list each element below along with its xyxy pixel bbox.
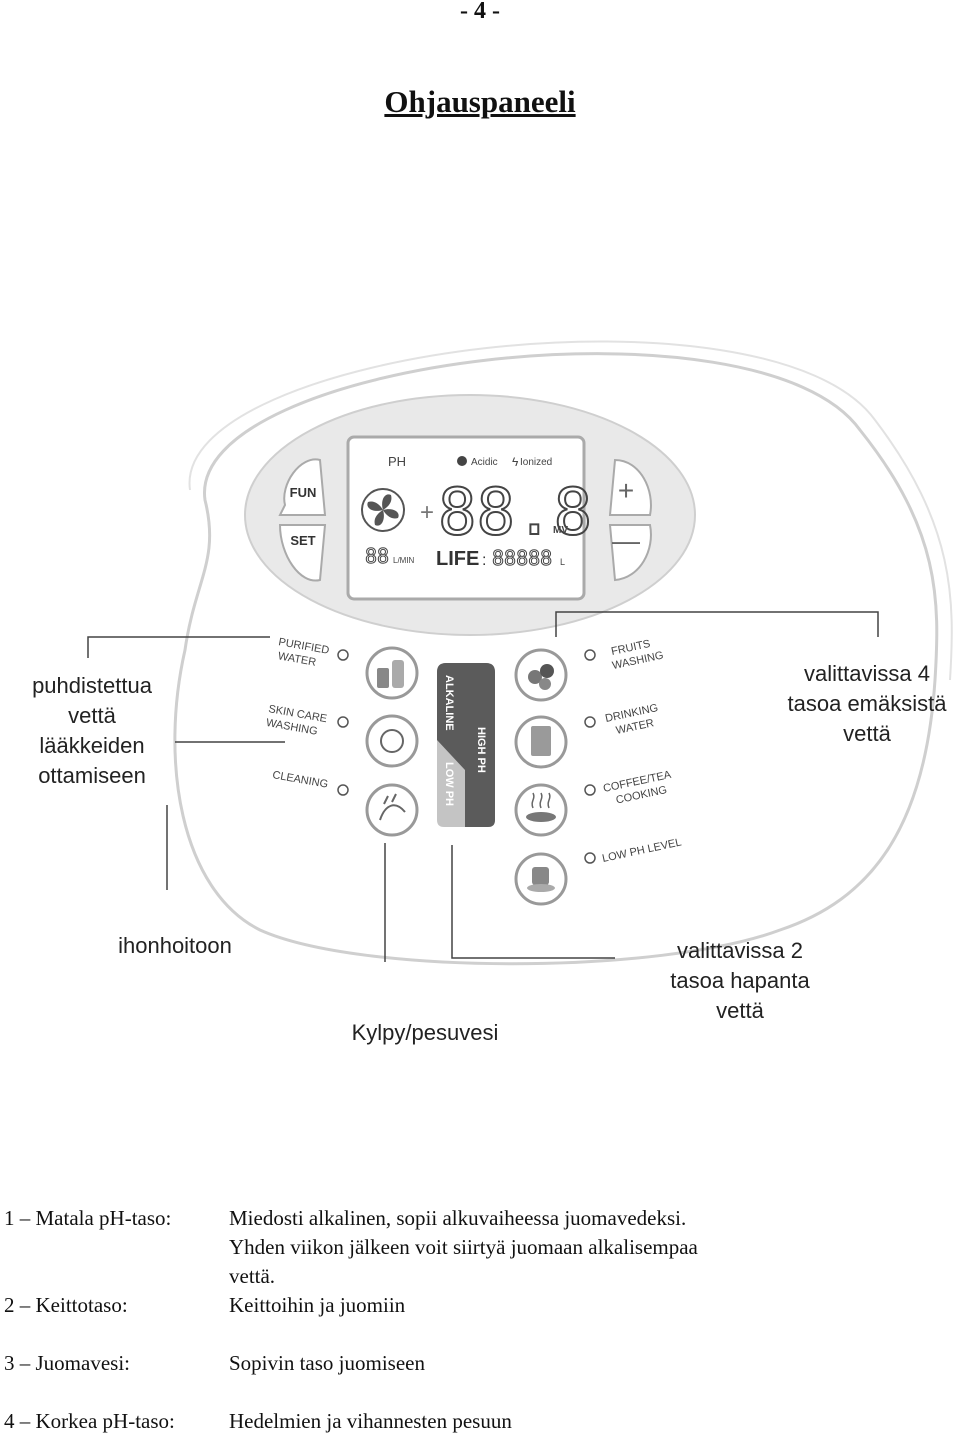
callout-bath-water: Kylpy/pesuvesi bbox=[351, 1020, 499, 1045]
legend-line: vettä. bbox=[229, 1264, 276, 1288]
callout-line: vettä bbox=[68, 703, 116, 728]
glass-icon[interactable] bbox=[514, 715, 568, 769]
acidic-icon bbox=[457, 456, 467, 466]
cooking-pan-icon[interactable] bbox=[514, 783, 568, 837]
lcd-life-unit: L bbox=[560, 557, 565, 567]
plus-sign: + bbox=[420, 499, 434, 526]
lcd-digits: 88.8 bbox=[438, 476, 592, 550]
legend-item: 3 – Juomavesi: Sopivin taso juomiseen bbox=[4, 1349, 954, 1378]
legend-list: 1 – Matala pH-taso: Miedosti alkalinen, … bbox=[4, 1204, 954, 1436]
plus-button[interactable]: + bbox=[608, 458, 652, 516]
callout-alkaline-levels: valittavissa 4 tasoa emäksistä vettä bbox=[770, 659, 960, 749]
control-panel-diagram: FUN SET + — PH Acidic ϟ Ionized + 88.8 M… bbox=[87, 340, 953, 966]
callout-line: puhdistettua bbox=[32, 673, 152, 698]
plus-icon: + bbox=[618, 475, 634, 506]
face-icon[interactable] bbox=[365, 714, 419, 768]
page-title: Ohjauspaneeli bbox=[384, 84, 576, 119]
callout-line: vettä bbox=[716, 998, 764, 1023]
callout-skin-care: ihonhoitoon bbox=[118, 933, 232, 958]
legend-label: 2 – Keittotaso: bbox=[4, 1293, 128, 1317]
high-ph-label: HIGH PH bbox=[475, 727, 487, 773]
leader-lines bbox=[87, 611, 879, 962]
bottles-icon[interactable] bbox=[365, 646, 419, 700]
legend-label: 1 – Matala pH-taso: bbox=[4, 1206, 172, 1230]
set-button[interactable]: SET bbox=[278, 524, 327, 582]
legend-line: Miedosti alkalinen, sopii alkuvaiheessa … bbox=[229, 1206, 687, 1230]
fun-label: FUN bbox=[290, 485, 317, 500]
low-ph-label: LOW PH bbox=[443, 762, 455, 806]
callout-line: valittavissa 2 bbox=[677, 938, 803, 963]
legend-label: 4 – Korkea pH-taso: bbox=[4, 1409, 175, 1433]
callout-line: ottamiseen bbox=[38, 763, 146, 788]
callout-purified-water: puhdistettua vettä lääkkeiden ottamiseen bbox=[10, 671, 174, 791]
callout-line: lääkkeiden bbox=[39, 733, 145, 758]
legend-item: 4 – Korkea pH-taso: Hedelmien ja vihanne… bbox=[4, 1407, 954, 1436]
indicator-led bbox=[584, 649, 596, 661]
lcd-flow-digits: 88 bbox=[365, 544, 389, 568]
callout-line: tasoa emäksistä bbox=[787, 691, 947, 716]
coffee-cup-icon[interactable] bbox=[514, 852, 568, 906]
legend-line: Yhden viikon jälkeen voit siirtyä juomaa… bbox=[229, 1235, 698, 1259]
indicator-led bbox=[584, 852, 596, 864]
lcd-acidic-label: Acidic bbox=[471, 457, 498, 468]
lcd-life-digits: 88888 bbox=[492, 546, 552, 570]
lcd-mv-label: MV bbox=[553, 525, 568, 536]
minus-button[interactable]: — bbox=[608, 524, 652, 582]
callout-line: tasoa hapanta bbox=[670, 968, 810, 993]
legend-description: Sopivin taso juomiseen bbox=[229, 1351, 425, 1375]
indicator-led bbox=[337, 716, 349, 728]
lcd-screen bbox=[346, 435, 586, 601]
lcd-lmin-label: L/MIN bbox=[393, 556, 415, 565]
minus-icon: — bbox=[612, 525, 640, 556]
lcd-life-label: LIFE bbox=[436, 548, 479, 570]
lcd-ionized-label: Ionized bbox=[520, 457, 552, 468]
legend-item: 2 – Keittotaso: Keittoihin ja juomiin bbox=[4, 1291, 954, 1320]
ph-selector[interactable]: ALKALINE HIGH PH LOW PH bbox=[437, 663, 495, 827]
hand-washing-icon[interactable] bbox=[365, 783, 419, 837]
fan-icon bbox=[361, 488, 405, 532]
legend-description: Keittoihin ja juomiin bbox=[229, 1293, 406, 1317]
alkaline-label: ALKALINE bbox=[443, 675, 455, 731]
indicator-led bbox=[584, 784, 596, 796]
legend-label: 3 – Juomavesi: bbox=[4, 1351, 130, 1375]
set-label: SET bbox=[290, 533, 315, 548]
callout-acid-levels: valittavissa 2 tasoa hapanta vettä bbox=[650, 936, 830, 1026]
lightning-icon: ϟ bbox=[512, 455, 519, 469]
fun-button[interactable]: FUN bbox=[278, 458, 327, 516]
legend-item: 1 – Matala pH-taso: Miedosti alkalinen, … bbox=[4, 1204, 954, 1291]
legend-description: Miedosti alkalinen, sopii alkuvaiheessa … bbox=[229, 1204, 954, 1291]
lcd-colon: : bbox=[482, 552, 486, 569]
indicator-led bbox=[337, 649, 349, 661]
page-number: - 4 - bbox=[460, 0, 500, 24]
legend-description: Hedelmien ja vihannesten pesuun bbox=[229, 1409, 512, 1433]
callout-line: valittavissa 4 bbox=[804, 661, 930, 686]
indicator-led bbox=[337, 784, 349, 796]
callout-line: vettä bbox=[843, 721, 891, 746]
lcd-ph-label: PH bbox=[388, 454, 406, 469]
indicator-led bbox=[584, 716, 596, 728]
fruits-icon[interactable] bbox=[514, 648, 568, 702]
